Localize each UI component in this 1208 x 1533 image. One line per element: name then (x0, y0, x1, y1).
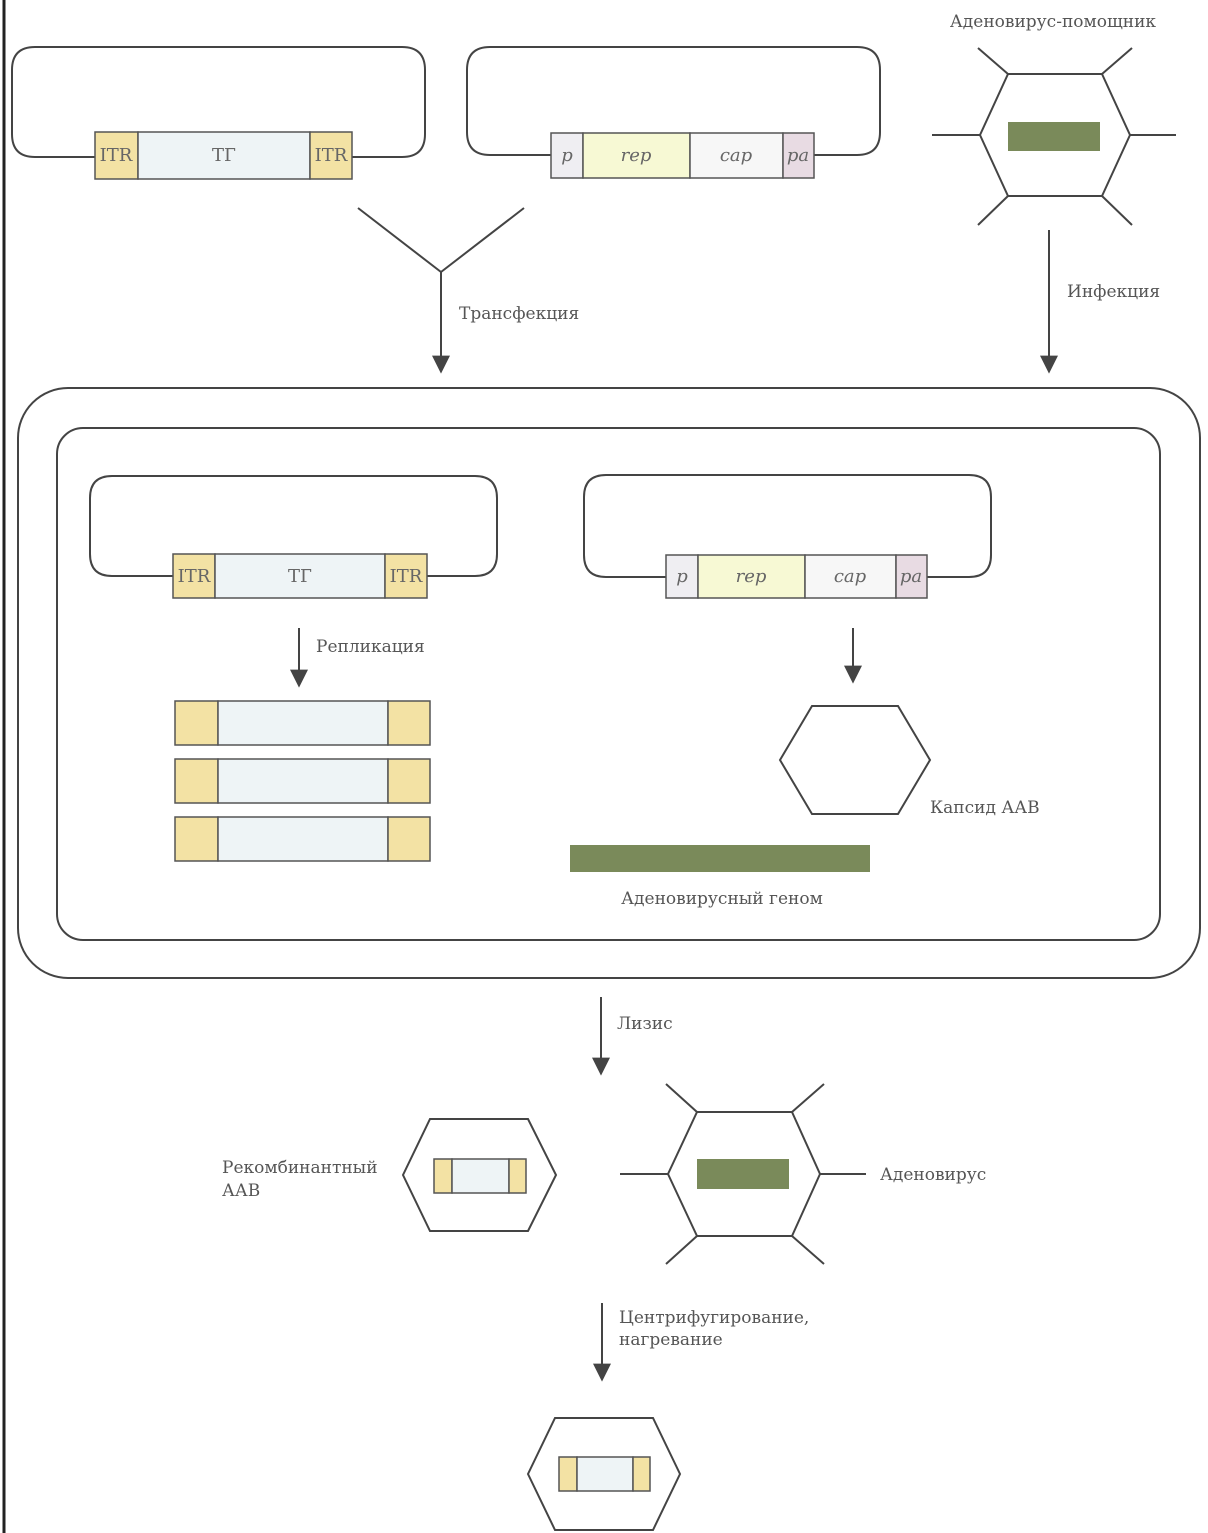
transgene-segment (137, 131, 311, 180)
infection-label: Инфекция (1067, 282, 1160, 302)
inner-transgene-text: ТГ (288, 566, 312, 587)
recombinant-aav: Рекомбинантный ААВ (222, 1118, 558, 1232)
infection-arrow: Инфекция (1040, 230, 1160, 374)
replication-arrow: Репликация (290, 628, 425, 688)
itr-left-text: ITR (100, 145, 133, 166)
transfection-label: Трансфекция (459, 304, 579, 324)
inner-itr-right-text: ITR (390, 566, 423, 587)
inner-promoter-text: p (676, 566, 688, 587)
inner-rep-text: rep (736, 566, 767, 587)
polya-text: pa (787, 145, 809, 166)
cell-nucleus (56, 427, 1161, 941)
transfection-arrow: Трансфекция (357, 207, 579, 374)
lysis-label: Лизис (617, 1014, 673, 1034)
aav-capsid: Капсид ААВ (778, 705, 1040, 818)
inner-itr-left-text: ITR (178, 566, 211, 587)
itr-right-text: ITR (315, 145, 348, 166)
recombinant-aav-label-line1: Рекомбинантный (222, 1158, 378, 1178)
inner-cap-text: cap (834, 566, 867, 587)
helper-adenovirus: Аденовирус-помощник (932, 12, 1176, 226)
helper-plasmid-top: p rep cap pa (466, 46, 881, 179)
adenoviral-genome-label: Аденовирусный геном (621, 889, 823, 909)
replication-label: Репликация (316, 637, 425, 657)
adenovirus-progeny: Аденовирус (620, 1083, 986, 1265)
rep-text: rep (621, 145, 652, 166)
centrifugation-label-line2: нагревание (619, 1330, 723, 1350)
adeno-genome-block (1008, 122, 1100, 151)
centrifugation-label-line1: Центрифугирование, (619, 1308, 809, 1328)
cell-outer-membrane (17, 387, 1201, 979)
promoter-text: p (561, 145, 573, 166)
polya-segment (782, 132, 815, 179)
replicated-vector-genomes (174, 700, 431, 862)
recombinant-aav-label-line2: ААВ (222, 1181, 260, 1201)
helper-plasmid-inner: p rep cap pa (583, 474, 992, 599)
aav-capsid-label: Капсид ААВ (930, 798, 1040, 818)
lysis-arrow: Лизис (592, 997, 673, 1076)
vector-plasmid-top: ITR ТГ ITR (11, 46, 426, 180)
inner-polya-text: pa (900, 566, 922, 587)
adenoviral-genome: Аденовирусный геном (570, 845, 870, 909)
helper-adenovirus-label: Аденовирус-помощник (950, 12, 1157, 32)
centrifugation-arrow: Центрифугирование, нагревание (593, 1303, 809, 1382)
purified-aav (526, 1417, 682, 1531)
cap-text: cap (720, 145, 753, 166)
itr-right-segment (309, 131, 353, 180)
adenovirus-label: Аденовирус (880, 1165, 986, 1185)
vector-plasmid-inner: ITR ТГ ITR (89, 475, 498, 599)
transgene-text: ТГ (212, 145, 236, 166)
